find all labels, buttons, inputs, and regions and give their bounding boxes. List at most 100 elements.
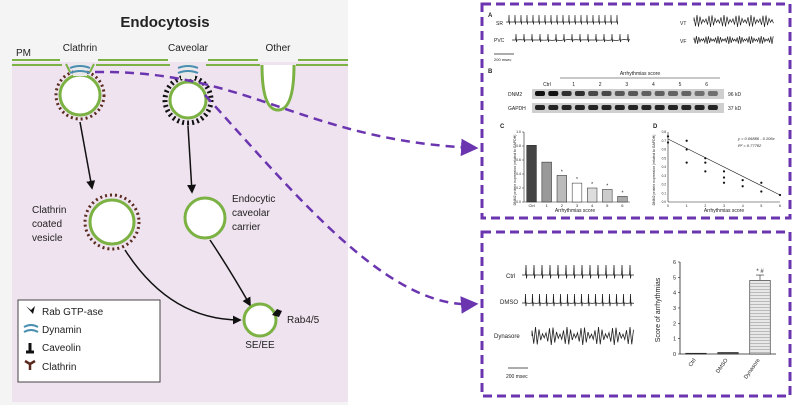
blot-lane-label: 2 [599,82,602,88]
panel-d-point [741,185,744,188]
panel-c-ylabel: DNM2 protein expression (related to GAPD… [513,135,517,206]
blot-band-gapdh [681,105,692,110]
panel-d-xtick-label: 6 [779,204,781,208]
blot-strip-dnm2 [532,89,724,99]
trace-vt [693,14,774,28]
panel-c-ytick-label: 0.8 [516,144,521,148]
caveolar-arrow [187,125,197,194]
trace-dmso [522,293,635,307]
panel-d-r2: R² = 0.77782 [738,143,762,148]
bottom-scale-label: 200 msec [506,374,528,380]
panel-d-point [722,181,726,184]
panel-c-bar [571,182,583,203]
clathrin-coated-pit [54,63,106,121]
other-pathway-label: Other [265,43,291,54]
blot-band-gapdh [707,105,718,110]
blot-band-dnm2 [707,91,718,96]
clathrin-icon [24,359,36,370]
trace-sr [506,14,619,25]
panel-c-bar [602,189,613,203]
panel-c-ytick-label: 0.2 [516,186,521,190]
panel-a: A SR PVC VT VF 200 msec [488,13,774,62]
panel-c-significance-star: * [621,190,623,196]
blot-lane-label: 4 [652,82,655,88]
bottom-ytick-label: 6 [673,260,676,266]
blot-lane-label: 1 [572,82,575,88]
dynamin-icon [23,324,39,333]
panel-d-point [778,193,782,197]
clathrin-vesicle-label-line-1: Clathrin [32,205,66,216]
blot-band-dnm2 [694,91,705,96]
blot-lane-label: 6 [705,82,708,88]
bottom-ytick-label: 1 [673,337,676,343]
panel-c-significance-star: * [606,183,608,189]
panel-d-point [760,181,763,184]
panel-d-xtick-label: 2 [704,204,706,208]
panel-d-ytick-label: 0.3 [662,174,667,178]
trace-label-dynasore: Dynasore [494,334,520,340]
blot-strip-gapdh [532,103,724,113]
panel-d-regression-line [667,138,781,196]
blot-bands [535,91,718,110]
bottom-bar-annotation: * # [756,269,764,275]
legend-box [17,299,161,383]
panel-d-xtick-label: 4 [742,204,744,208]
panel-c-xlabel: Arrhythmias score [555,208,596,214]
trace-dynasore [531,326,634,346]
blot-band-dnm2 [535,91,545,96]
blot-row-gapdh: GAPDH [508,106,526,112]
trace-label-dmso: DMSO [500,300,518,306]
dynamin-collar [69,65,91,74]
blot-size-dnm2: 96 kD [728,92,741,98]
clathrin-vesicle-label-line-3: vesicle [32,233,63,244]
blot-lane-label: 3 [625,82,628,88]
blot-row-dnm2: DNM2 [508,92,522,98]
panel-c-letter: C [500,124,505,130]
panel-c-xtick-label: 4 [591,203,594,208]
bottom-ytick-label: 5 [673,275,676,281]
panel-d-ytick-label: 0.7 [662,139,667,143]
blot-band-dnm2 [548,91,559,96]
trace-ctrl [522,264,634,279]
blot-band-dnm2 [628,91,639,96]
panel-d-point [685,161,688,164]
connector-to-top-panel [94,70,479,157]
panel-d-point [685,148,688,151]
diagram-title: Endocytosis [120,14,209,31]
panel-d-ytick-label: 0.1 [662,191,667,195]
blot-band-dnm2 [588,91,599,96]
endocytosis-diagram: Endocytosis PM Clathrin Caveolar Other [0,0,348,405]
bottom-bar [749,280,771,355]
panel-c-xtick-label: 6 [621,203,624,208]
panel-d-xtick-label: 1 [686,204,688,208]
blot-size-gapdh: 37 kD [728,106,741,112]
panel-c-significance-star: * [591,182,593,188]
panel-d-ytick-label: 0.6 [662,148,667,152]
caveolar-carrier-label-line-3: carrier [232,222,261,233]
panel-c-bar [617,196,628,203]
panel-d-point [722,170,726,173]
endosome-label: SE/EE [245,340,275,351]
blot-band-gapdh [694,105,705,110]
panel-d-point [685,139,688,142]
pm-label: PM [16,48,31,59]
panel-d-point [666,141,670,144]
panel-c-ytick-label: 0.0 [516,200,521,204]
blot-band-gapdh [654,105,665,110]
bottom-bar [685,352,707,355]
panel-d-point [704,157,707,160]
caveolin-icon [26,343,34,354]
panel-d-xtick-label: 5 [760,204,762,208]
blot-band-dnm2 [654,91,665,96]
blot-band-dnm2 [561,91,572,96]
panel-d-ytick-label: 0.8 [662,130,667,134]
trace-label-vf: VF [680,39,686,45]
panel-c-bar [541,161,552,203]
panel-d-point [704,161,707,164]
other-pit [260,64,296,112]
panel-c-bar [526,145,537,203]
trace-label-vt: VT [680,21,686,27]
